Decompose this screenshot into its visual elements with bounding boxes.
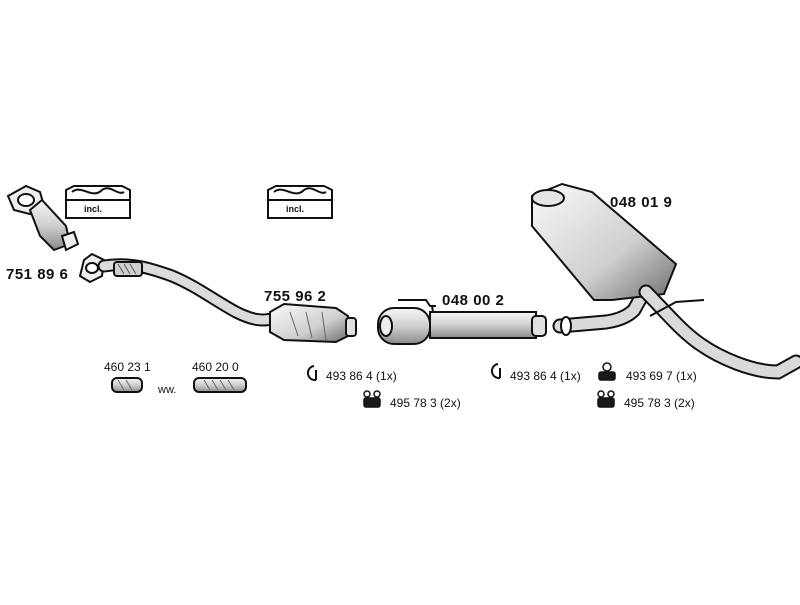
hardware-clamp-2: 493 86 4 (1x)	[510, 369, 581, 383]
part-number-rear-silencer: 048 01 9	[610, 194, 673, 211]
part-number-repair-pipe-left: 460 23 1	[104, 360, 151, 374]
hardware-clamp-1: 493 86 4 (1x)	[326, 369, 397, 383]
manifold-pipe	[6, 184, 80, 252]
kit-label-incl-2: incl.	[286, 204, 305, 214]
clamp-icon	[306, 365, 317, 382]
rear-silencer	[531, 182, 800, 380]
mounting-kit-icon	[65, 185, 131, 219]
rubber-mount-icon	[597, 390, 615, 408]
rubber-mount-icon	[598, 362, 616, 381]
part-number-middle-silencer: 048 00 2	[442, 292, 505, 309]
mounting-kit-icon	[267, 185, 333, 219]
repair-pipe-left	[111, 377, 143, 393]
repair-pipe-separator: ww.	[158, 384, 177, 396]
front-pipe-with-catalytic-converter	[78, 252, 357, 344]
middle-silencer	[377, 299, 547, 345]
part-number-repair-pipe-right: 460 20 0	[192, 360, 239, 374]
rubber-mount-icon	[363, 390, 381, 408]
kit-label-incl-1: incl.	[84, 204, 103, 214]
part-number-manifold-pipe: 751 89 6	[6, 266, 69, 283]
hardware-rubber-mount-2: 493 69 7 (1x)	[626, 369, 697, 383]
repair-pipes	[111, 377, 247, 393]
part-number-catalytic-converter: 755 96 2	[264, 288, 327, 305]
hardware-rubber-mount-3: 495 78 3 (2x)	[624, 396, 695, 410]
clamp-icon	[490, 363, 501, 380]
hardware-rubber-mount-1: 495 78 3 (2x)	[390, 396, 461, 410]
